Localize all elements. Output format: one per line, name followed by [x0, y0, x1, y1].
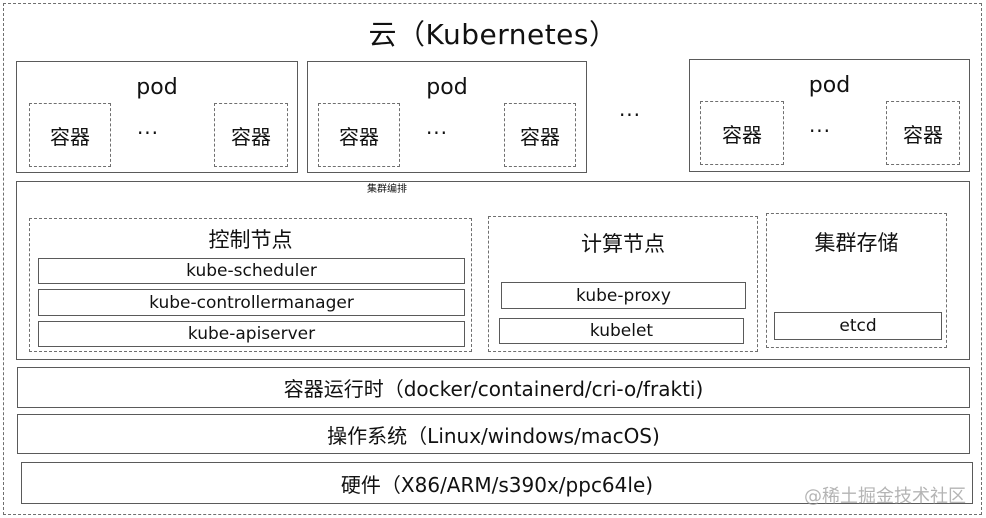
control-plane-title: 控制节点 [208, 228, 293, 252]
control-plane-box: 控制节点 kube-scheduler kube-controllermanag… [29, 218, 472, 352]
cloud-title: 云（Kubernetes） [368, 18, 618, 51]
orchestration-label: 集群编排 [367, 183, 407, 195]
component-kubelet: kubelet [499, 318, 744, 344]
container-box: 容器 [318, 103, 400, 167]
pod-box: pod 容器 ··· 容器 [307, 61, 587, 173]
orchestration-box: 集群编排 控制节点 kube-scheduler kube-controller… [16, 181, 970, 360]
container-box: 容器 [886, 101, 960, 165]
pod-box: pod 容器 ··· 容器 [16, 61, 298, 173]
component-kube-proxy: kube-proxy [501, 282, 746, 309]
component-kube-apiserver: kube-apiserver [38, 321, 465, 347]
container-box: 容器 [700, 101, 784, 165]
component-kube-controllermanager: kube-controllermanager [38, 289, 465, 316]
pod-label: pod [136, 74, 178, 100]
ellipsis: ··· [136, 121, 160, 145]
pod-box: pod 容器 ··· 容器 [689, 59, 970, 172]
hardware-layer: 硬件（X86/ARM/s390x/ppc64le) [21, 462, 973, 504]
pod-label: pod [808, 72, 851, 98]
compute-node-title: 计算节点 [581, 232, 665, 256]
component-kube-scheduler: kube-scheduler [38, 258, 465, 284]
ellipsis: ··· [425, 121, 449, 145]
cloud-frame [3, 3, 982, 515]
compute-node-box: 计算节点 kube-proxy kubelet [488, 216, 758, 352]
container-box: 容器 [504, 103, 576, 167]
operating-system-layer: 操作系统（Linux/windows/macOS) [17, 414, 970, 454]
watermark: @稀土掘金技术社区 [804, 486, 966, 507]
container-runtime-layer: 容器运行时（docker/containerd/cri-o/frakti) [17, 367, 970, 408]
ellipsis: ··· [808, 119, 832, 143]
pod-label: pod [426, 74, 468, 100]
pods-ellipsis: ··· [618, 103, 642, 127]
cluster-storage-box: 集群存储 etcd [766, 213, 947, 348]
container-box: 容器 [214, 103, 288, 167]
cluster-storage-title: 集群存储 [814, 231, 899, 255]
container-box: 容器 [29, 103, 111, 167]
component-etcd: etcd [774, 312, 942, 340]
